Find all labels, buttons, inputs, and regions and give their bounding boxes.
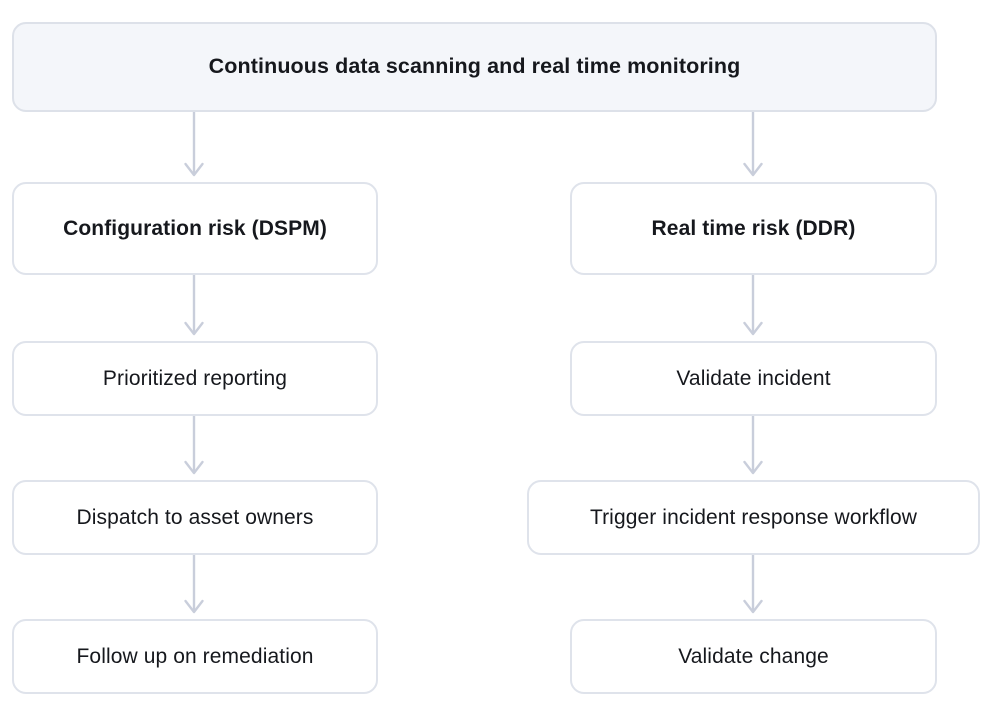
node-continuous-data-scanning: Continuous data scanning and real time m…	[12, 22, 937, 112]
node-label: Configuration risk (DSPM)	[63, 216, 327, 240]
arrow-real-time-risk-to-validate-incident	[740, 275, 766, 341]
arrow-header-to-real-time-risk	[740, 112, 766, 182]
node-validate-change: Validate change	[570, 619, 937, 694]
node-validate-incident: Validate incident	[570, 341, 937, 416]
node-prioritized-reporting: Prioritized reporting	[12, 341, 378, 416]
node-follow-up-on-remediation: Follow up on remediation	[12, 619, 378, 694]
node-trigger-incident-response-workflow: Trigger incident response workflow	[527, 480, 980, 555]
arrow-header-to-configuration-risk	[181, 112, 207, 182]
arrow-configuration-risk-to-prioritized-reporting	[181, 275, 207, 341]
node-label: Validate incident	[676, 366, 831, 390]
node-dispatch-to-asset-owners: Dispatch to asset owners	[12, 480, 378, 555]
node-label: Real time risk (DDR)	[651, 216, 856, 240]
arrow-validate-incident-to-trigger-workflow	[740, 416, 766, 480]
node-label: Follow up on remediation	[76, 644, 314, 668]
node-real-time-risk-ddr: Real time risk (DDR)	[570, 182, 937, 275]
arrow-trigger-workflow-to-validate-change	[740, 555, 766, 619]
node-label: Dispatch to asset owners	[76, 505, 314, 529]
node-label: Prioritized reporting	[102, 366, 288, 390]
node-configuration-risk-dspm: Configuration risk (DSPM)	[12, 182, 378, 275]
arrow-prioritized-reporting-to-dispatch	[181, 416, 207, 480]
node-label: Trigger incident response workflow	[589, 505, 918, 529]
node-label: Continuous data scanning and real time m…	[208, 54, 741, 79]
node-label: Validate change	[678, 644, 829, 668]
arrow-dispatch-to-follow-up	[181, 555, 207, 619]
